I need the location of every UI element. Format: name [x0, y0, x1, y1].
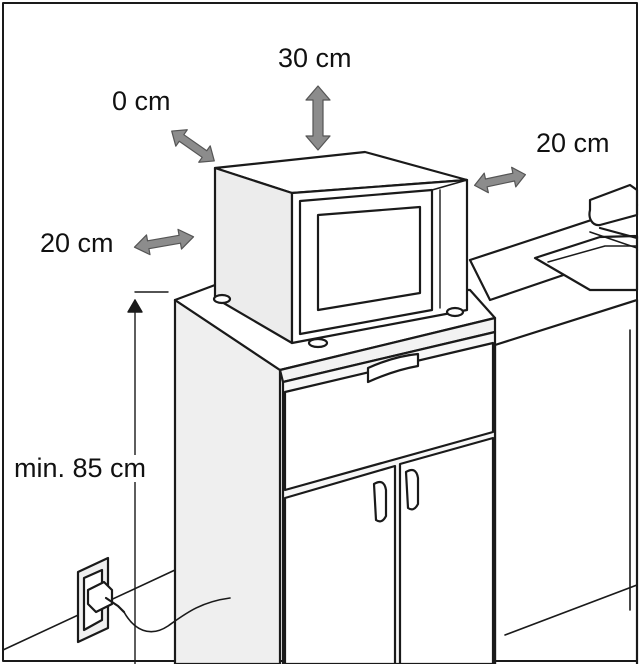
door-handle-left: [372, 480, 388, 523]
back-left-clearance-label: 0 cm: [112, 86, 171, 116]
min-height-label: min. 85 cm: [12, 453, 149, 483]
double-arrow-icon: [473, 166, 527, 194]
double-arrow-icon: [171, 129, 215, 163]
cabinet-door-right: [398, 436, 495, 664]
top-clearance-label: 30 cm: [278, 43, 352, 73]
microwave-oven: [212, 150, 469, 349]
sink: [533, 234, 639, 292]
double-arrow-icon: [305, 85, 331, 151]
microwave-window: [316, 205, 422, 312]
cabinet-drawer: [283, 341, 495, 492]
drawer-handle: [366, 352, 420, 384]
faucet-icon: [588, 183, 639, 249]
left-clearance-label: 20 cm: [40, 228, 114, 258]
height-dimension: [127, 291, 169, 664]
cabinet-door-left: [283, 464, 397, 664]
door-handle-right: [404, 468, 420, 511]
right-clearance-label: 20 cm: [536, 128, 610, 158]
double-arrow-icon: [133, 228, 195, 256]
